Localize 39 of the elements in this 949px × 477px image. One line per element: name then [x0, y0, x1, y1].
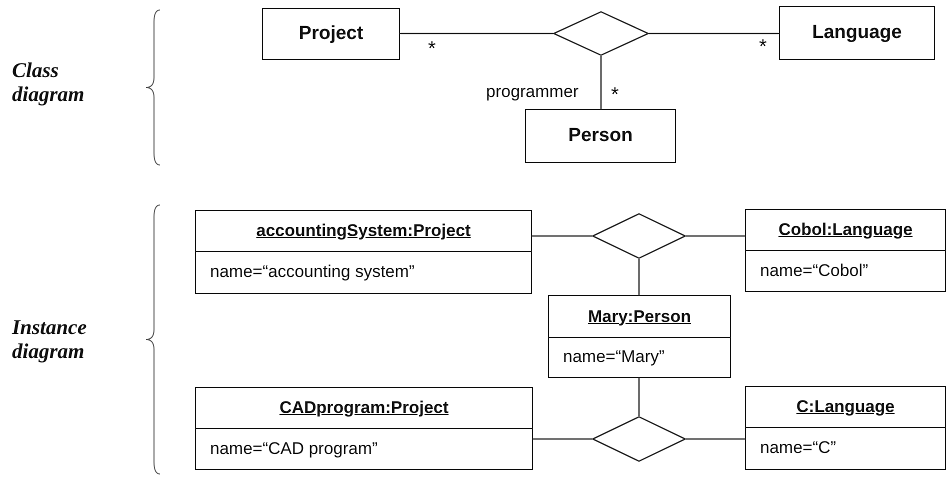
object-box: [745, 386, 946, 470]
object-name: C:Language: [796, 397, 895, 417]
role-name: programmer: [486, 82, 579, 102]
multiplicity-label: *: [759, 36, 767, 59]
bracket-label: Class diagram: [12, 58, 86, 106]
class-box: [262, 8, 400, 60]
class-box: [779, 6, 935, 60]
association-line: [600, 56, 602, 109]
association-line: [638, 259, 640, 295]
attribute-value: name=“Cobol”: [760, 260, 868, 280]
object-name: Cobol:Language: [778, 220, 913, 240]
association-diamond: [553, 11, 649, 56]
association-line: [533, 438, 592, 440]
object-name: accountingSystem:Project: [256, 221, 471, 241]
association-diamond: [592, 213, 686, 259]
object-name: CADprogram:Project: [279, 398, 449, 418]
object-name: Mary:Person: [588, 306, 691, 326]
association-diamond: [592, 416, 686, 462]
attribute-value: name=“accounting system”: [210, 262, 415, 282]
object-box: [745, 209, 946, 292]
multiplicity-label: *: [611, 84, 619, 107]
attribute-value: name=“CAD program”: [210, 438, 378, 458]
attribute-value: name=“Mary”: [563, 347, 665, 367]
object-box: [195, 210, 532, 294]
multiplicity-label: *: [428, 38, 436, 61]
association-line: [686, 438, 745, 440]
class-name: Project: [298, 23, 364, 45]
association-line: [686, 235, 745, 237]
association-line: [638, 378, 640, 416]
class-name: Person: [568, 125, 633, 147]
association-line: [649, 32, 779, 34]
attribute-value: name=“C”: [760, 438, 836, 458]
class-box: [525, 109, 676, 163]
object-box: [195, 387, 533, 470]
object-box: [548, 295, 731, 378]
association-line: [400, 32, 553, 34]
bracket-label: Instance diagram: [12, 315, 88, 364]
class-name: Language: [812, 22, 902, 44]
association-line: [532, 235, 592, 237]
